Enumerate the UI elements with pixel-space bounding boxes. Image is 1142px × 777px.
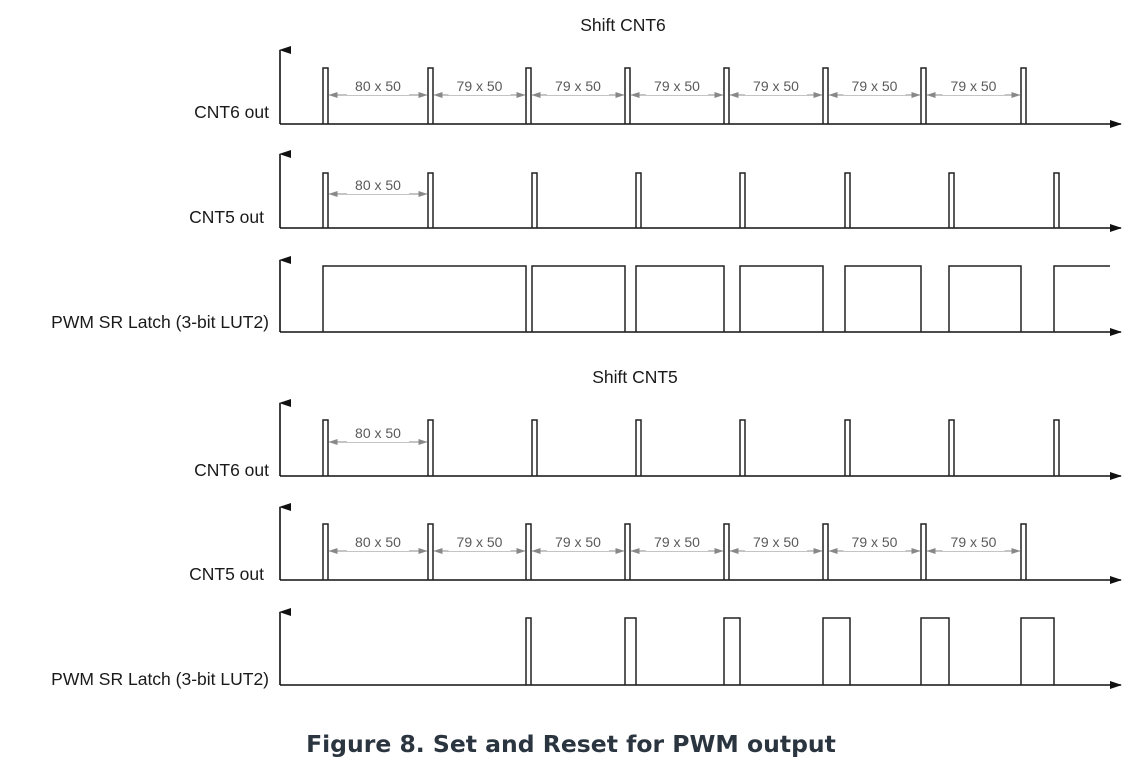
dimension-label: 80 x 50	[355, 177, 401, 193]
dimension-label: 80 x 50	[355, 425, 401, 441]
pulse	[920, 523, 927, 580]
dimension-label-bg	[646, 78, 708, 95]
dimension-label-bg	[942, 78, 1005, 95]
pulse	[723, 67, 730, 124]
pulse	[739, 172, 746, 228]
dimension-label-bg	[843, 78, 906, 95]
dimension-label-bg	[745, 78, 807, 95]
dimension-label: 79 x 50	[555, 78, 601, 94]
pulse	[948, 419, 955, 476]
signal-label-cnt6-out: CNT6 out	[194, 102, 269, 122]
pulse	[635, 172, 642, 228]
dimension-label-bg	[347, 177, 409, 194]
pulse	[1020, 523, 1027, 580]
signal-label-cnt5-out: CNT5 out	[189, 564, 264, 584]
signal-label-pwm-latch: PWM SR Latch (3-bit LUT2)	[51, 669, 269, 689]
pulse	[844, 172, 851, 228]
dimension-label: 79 x 50	[951, 78, 997, 94]
pulse	[531, 419, 538, 476]
section-title-shift-cnt6: Shift CNT6	[580, 15, 666, 35]
pulse	[427, 419, 434, 476]
dimension-label: 79 x 50	[852, 78, 898, 94]
pulse	[427, 523, 434, 580]
pulse	[1053, 172, 1060, 228]
latch-pulse	[822, 617, 851, 685]
pulse	[948, 172, 955, 228]
pulse	[427, 172, 434, 228]
latch-pulse	[723, 617, 741, 685]
figure-caption: Figure 8. Set and Reset for PWM output	[306, 730, 836, 758]
pulse	[531, 172, 538, 228]
latch-pulse	[531, 265, 626, 332]
dimension-label-bg	[347, 78, 409, 95]
dimension-label-bg	[843, 534, 906, 551]
latch-pulse	[635, 265, 725, 332]
dimension-label-bg	[942, 534, 1005, 551]
pulse	[525, 523, 532, 580]
section-title-shift-cnt5: Shift CNT5	[592, 367, 678, 387]
dimension-label: 80 x 50	[355, 534, 401, 550]
dimension-label: 79 x 50	[457, 78, 503, 94]
pulse	[822, 523, 829, 580]
dimension-label: 79 x 50	[555, 534, 601, 550]
dimension-label: 79 x 50	[654, 78, 700, 94]
dimension-label-bg	[347, 425, 409, 442]
latch-pulse	[739, 265, 824, 332]
signal-label-cnt6-out: CNT6 out	[194, 460, 269, 480]
dimension-label: 80 x 50	[355, 78, 401, 94]
latch-pulse	[1053, 265, 1110, 332]
pulse	[322, 67, 329, 124]
dimension-label-bg	[745, 534, 807, 551]
pulse	[844, 419, 851, 476]
dimension-label: 79 x 50	[852, 534, 898, 550]
pulse	[723, 523, 730, 580]
dimension-label-bg	[448, 534, 511, 551]
dimension-label-bg	[347, 534, 409, 551]
signal-label-pwm-latch: PWM SR Latch (3-bit LUT2)	[51, 312, 269, 332]
dimension-label-bg	[547, 534, 609, 551]
pulse	[624, 523, 631, 580]
dimension-label-bg	[646, 534, 708, 551]
pulse	[322, 523, 329, 580]
pulse	[1053, 419, 1060, 476]
latch-pulse	[844, 265, 922, 332]
signal-label-cnt5-out: CNT5 out	[189, 207, 264, 227]
dimension-label: 79 x 50	[753, 78, 799, 94]
pulse	[624, 67, 631, 124]
latch-pulse	[322, 265, 527, 332]
pulse	[920, 67, 927, 124]
timing-diagram: Shift CNT6 Shift CNT5 CNT6 out CNT5 out …	[51, 15, 1122, 689]
latch-pulse	[525, 617, 532, 685]
pulse	[322, 172, 329, 228]
latch-pulse	[948, 265, 1022, 332]
dimension-label-bg	[448, 78, 511, 95]
pulse	[739, 419, 746, 476]
latch-pulse	[920, 617, 950, 685]
dimension-label: 79 x 50	[951, 534, 997, 550]
pulse	[525, 67, 532, 124]
latch-pulse	[1020, 617, 1055, 685]
pulse	[427, 67, 434, 124]
dimension-label: 79 x 50	[654, 534, 700, 550]
latch-pulse	[624, 617, 637, 685]
dimension-label-bg	[547, 78, 609, 95]
dimension-label: 79 x 50	[457, 534, 503, 550]
pulse	[822, 67, 829, 124]
pulse	[635, 419, 642, 476]
pulse	[322, 419, 329, 476]
pulse	[1020, 67, 1027, 124]
dimension-label: 79 x 50	[753, 534, 799, 550]
